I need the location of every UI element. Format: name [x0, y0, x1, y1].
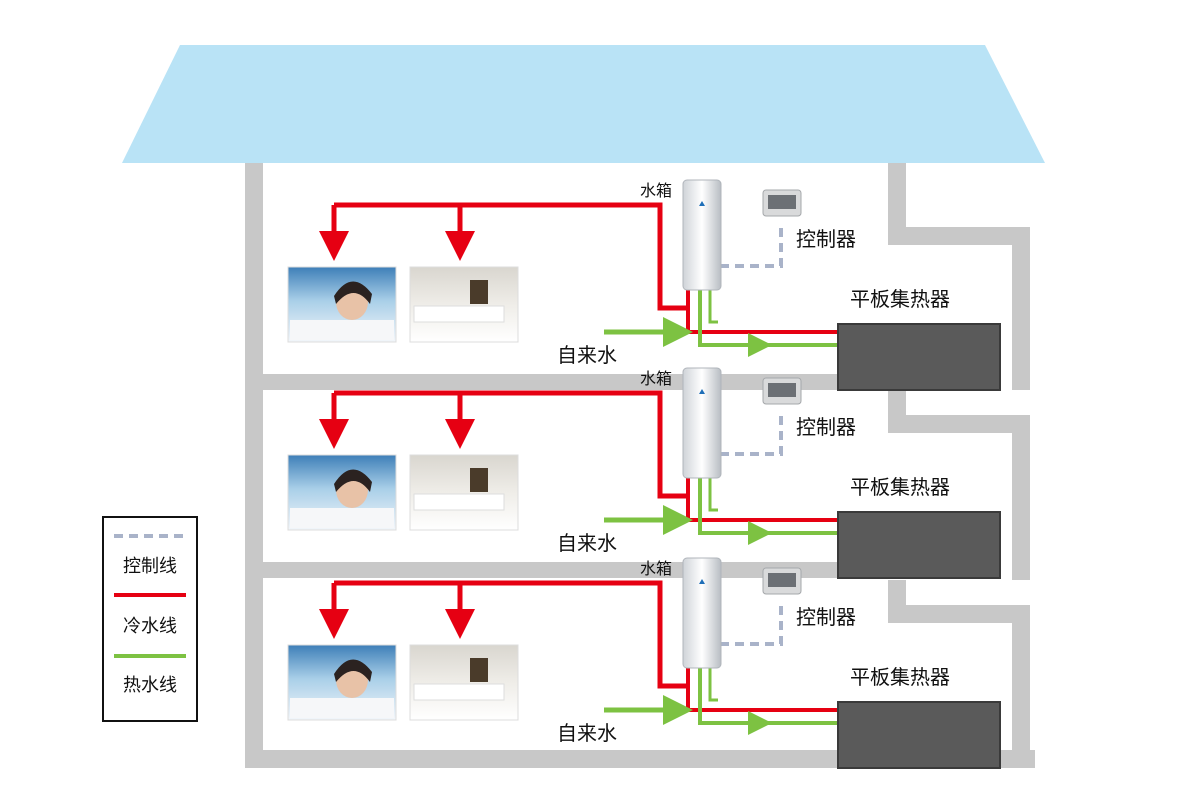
water-tank — [682, 179, 722, 291]
person-hair — [334, 659, 372, 682]
water-tank — [682, 557, 722, 669]
bathroom-tub — [413, 683, 505, 701]
flat-panel-collector — [837, 511, 1001, 579]
bathroom-tub — [413, 305, 505, 323]
bathroom-picture-frame — [470, 468, 488, 492]
bathtub-edge — [290, 698, 394, 718]
cold-pipe-distribution — [334, 202, 688, 311]
water-tank — [682, 367, 722, 479]
cold-pipe-distribution — [334, 580, 688, 689]
legend: 控制线 冷水线 热水线 — [102, 516, 198, 722]
controller-screen — [768, 195, 796, 209]
tank-label: 水箱 — [640, 181, 672, 200]
hot-pipe-riser — [708, 668, 718, 702]
legend-cold-line-label: 冷水线 — [123, 616, 177, 637]
tap-water-label: 自来水 — [557, 531, 617, 555]
flat-panel-collector — [837, 701, 1001, 769]
collector-label: 平板集热器 — [850, 287, 950, 311]
cold-pipe-distribution — [334, 390, 688, 499]
hot-pipe-riser — [708, 290, 718, 324]
controller-screen — [768, 573, 796, 587]
controller-label: 控制器 — [796, 605, 856, 629]
hot-pipe-inner — [698, 290, 740, 347]
bathroom-tub — [413, 493, 505, 511]
legend-hot-line-label: 热水线 — [123, 675, 177, 696]
control-line — [720, 410, 783, 456]
tank-label: 水箱 — [640, 559, 672, 578]
tap-water-label: 自来水 — [557, 721, 617, 745]
hot-pipe-inner — [698, 478, 740, 535]
bathroom-picture-frame — [470, 658, 488, 682]
legend-control-line-swatch — [114, 534, 186, 538]
collector-label: 平板集热器 — [850, 665, 950, 689]
bathtub-edge — [290, 508, 394, 528]
collector-label: 平板集热器 — [850, 475, 950, 499]
tank-indicator-icon — [699, 201, 705, 206]
controller-label: 控制器 — [796, 415, 856, 439]
controller-label: 控制器 — [796, 227, 856, 251]
tank-indicator-icon — [699, 579, 705, 584]
tap-water-label: 自来水 — [557, 343, 617, 367]
legend-hot-line-swatch — [114, 654, 186, 658]
hot-pipe-riser — [708, 478, 718, 512]
controller-screen — [768, 383, 796, 397]
building-walls — [245, 163, 1035, 768]
flat-panel-collector — [837, 323, 1001, 391]
legend-control-line-label: 控制线 — [123, 556, 177, 577]
bathroom-photo — [409, 266, 519, 343]
bathroom-picture-frame — [470, 280, 488, 304]
person-hair — [334, 469, 372, 492]
control-line — [720, 222, 783, 268]
tank-label: 水箱 — [640, 369, 672, 388]
roof — [122, 45, 1045, 163]
bathtub-edge — [290, 320, 394, 340]
control-line — [720, 600, 783, 646]
bathroom-photo — [409, 454, 519, 531]
hot-pipe-inner — [698, 668, 740, 725]
tank-indicator-icon — [699, 389, 705, 394]
bathroom-photo — [409, 644, 519, 721]
legend-cold-line-swatch — [114, 593, 186, 597]
person-hair — [334, 281, 372, 304]
